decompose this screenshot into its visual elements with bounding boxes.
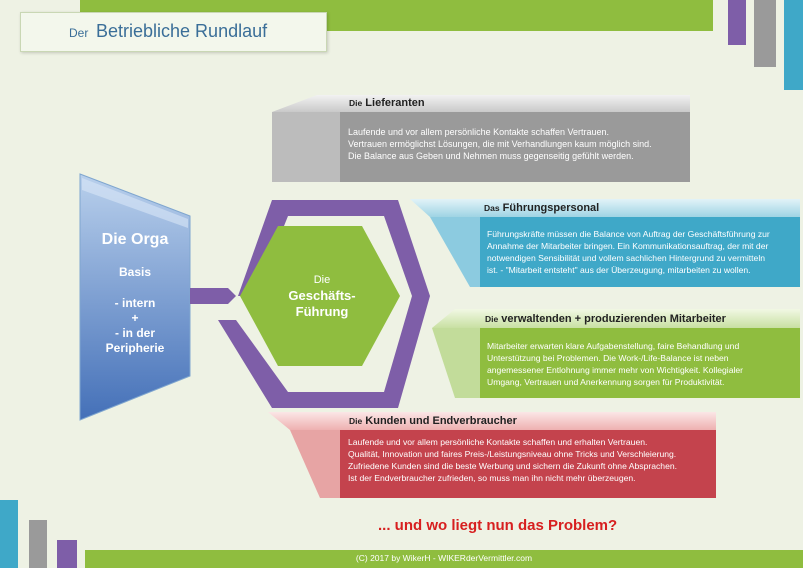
- title-box: Der Betriebliche Rundlauf: [20, 12, 327, 52]
- bottom-gray-bar: [29, 520, 47, 568]
- orga-plus: +: [131, 311, 139, 325]
- lieferanten-line: Die Balance aus Geben und Nehmen muss ge…: [348, 151, 634, 161]
- hexagon-line2: Führung: [295, 304, 349, 319]
- mitarbeiter-body: [480, 328, 800, 398]
- orga-trapezoid-highlight: [82, 178, 188, 228]
- lieferanten-line: Vertrauen ermöglichst Lösungen, die mit …: [348, 139, 652, 149]
- fuehrung-top: [410, 199, 800, 217]
- hexagon-die: Die: [313, 274, 331, 286]
- top-gray-bar: [754, 0, 776, 67]
- fuehrung-body-left: [430, 217, 480, 287]
- kunden-line: Laufende und vor allem persönliche Konta…: [348, 437, 648, 447]
- fuehrung-line: ist. - "Mitarbeit entsteht" aus der Über…: [487, 265, 751, 275]
- mitarbeiter-header: Die verwaltenden + produzierenden Mitarb…: [485, 313, 726, 325]
- title-prefix: Der: [69, 26, 89, 40]
- kunden-body: [340, 430, 716, 498]
- bottom-blue-bar: [0, 500, 18, 568]
- mitarbeiter-text: Mitarbeiter erwarten klare Aufgabenstell…: [487, 340, 799, 388]
- top-purple-bar: [728, 0, 746, 45]
- fuehrung-line: Annahme der Mitarbeiter bringen. Ein Kom…: [487, 241, 769, 251]
- kunden-text: Laufende und vor allem persönliche Konta…: [348, 436, 714, 484]
- mitarbeiter-line: Mitarbeiter erwarten klare Aufgabenstell…: [487, 341, 740, 351]
- fuehrung-body: [480, 217, 800, 287]
- orga-in-der: - in der: [114, 326, 155, 340]
- mitarbeiter-top: [432, 309, 800, 328]
- kunden-header: Die Kunden und Endverbraucher: [349, 415, 517, 427]
- geschaeftsfuehrung-hexagon: [240, 226, 400, 366]
- lieferanten-heading: Lieferanten: [365, 97, 425, 109]
- bottom-purple-bar: [57, 540, 77, 568]
- hex-connector: [190, 288, 236, 304]
- orga-basis: Basis: [118, 265, 152, 279]
- lieferanten-prefix: Die: [349, 98, 363, 108]
- orga-intern: - intern: [114, 296, 156, 310]
- hexagon-ring-lower: [218, 296, 430, 408]
- lieferanten-body-left: [272, 112, 340, 182]
- kunden-top: [268, 412, 716, 430]
- fuehrung-text: Führungskräfte müssen die Balance von Au…: [487, 228, 799, 276]
- problem-question: ... und wo liegt nun das Problem?: [378, 517, 618, 534]
- mitarbeiter-line: Umgang, Vertrauen und Anerkennung sorgen…: [487, 377, 725, 387]
- kunden-line: Qualität, Innovation und faires Preis-/L…: [348, 449, 677, 459]
- fuehrung-header: Das Führungspersonal: [484, 202, 599, 214]
- lieferanten-text: Laufende und vor allem persönliche Konta…: [348, 126, 688, 162]
- top-blue-bar: [784, 0, 803, 90]
- orga-label: Die Orga Basis - intern + - in der Perip…: [80, 230, 190, 356]
- lieferanten-header: Die Lieferanten: [349, 97, 425, 109]
- footer-copyright: (C) 2017 by WikerH - WIKERderVermittler.…: [355, 553, 533, 563]
- orga-trapezoid: [79, 173, 191, 421]
- fuehrung-heading: Führungspersonal: [502, 202, 600, 214]
- mitarbeiter-body-left: [432, 328, 480, 398]
- kunden-line: Zufriedene Kunden sind die beste Werbung…: [348, 461, 678, 471]
- fuehrung-prefix: Das: [484, 203, 500, 213]
- mitarbeiter-prefix: Die: [485, 314, 499, 324]
- hexagon-label: Die Geschäfts- Führung: [262, 272, 382, 320]
- kunden-prefix: Die: [349, 416, 363, 426]
- orga-peripherie: Peripherie: [105, 341, 165, 355]
- fuehrung-line: notwendigen Sensibilität und vollem sach…: [487, 253, 766, 263]
- lieferanten-top: [272, 95, 690, 112]
- lieferanten-line: Laufende und vor allem persönliche Konta…: [348, 127, 610, 137]
- fuehrung-line: Führungskräfte müssen die Balance von Au…: [487, 229, 770, 239]
- kunden-line: Ist der Endverbraucher zufrieden, so mus…: [348, 473, 636, 483]
- kunden-heading: Kunden und Endverbraucher: [365, 415, 517, 427]
- mitarbeiter-line: angemessener Entlohnung immer mehr von W…: [487, 365, 744, 375]
- kunden-body-left: [290, 430, 340, 498]
- mitarbeiter-line: Unterstützung bei Problemen. Die Work-/L…: [487, 353, 729, 363]
- page-title: Betriebliche Rundlauf: [96, 21, 268, 41]
- mitarbeiter-heading: verwaltenden + produzierenden Mitarbeite…: [501, 313, 726, 325]
- footer-bar: (C) 2017 by WikerH - WIKERderVermittler.…: [85, 550, 803, 568]
- hexagon-line1: Geschäfts-: [288, 288, 356, 303]
- orga-heading: Die Orga: [101, 231, 169, 248]
- lieferanten-body: [340, 112, 690, 182]
